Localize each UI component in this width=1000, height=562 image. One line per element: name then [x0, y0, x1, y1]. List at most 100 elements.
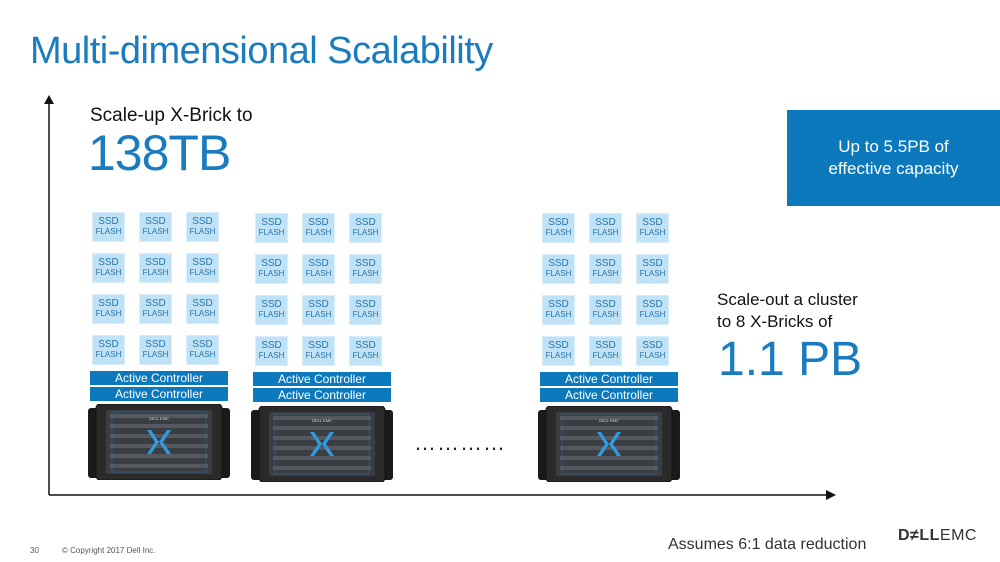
ssd-label: SSD	[261, 217, 282, 228]
flash-label: FLASH	[305, 310, 332, 319]
ssd-label: SSD	[261, 299, 282, 310]
capacity-callout: Up to 5.5PB of effective capacity	[787, 110, 1000, 206]
flash-label: FLASH	[352, 269, 379, 278]
flash-label: FLASH	[639, 269, 666, 278]
ssd-label: SSD	[98, 257, 119, 268]
ssd-label: SSD	[145, 257, 166, 268]
flash-label: FLASH	[142, 309, 169, 318]
flash-label: FLASH	[258, 351, 285, 360]
chassis-brand-label: DELL EMC	[149, 416, 169, 421]
scale-up-label: Scale-up X-Brick to	[90, 105, 253, 126]
flash-label: FLASH	[305, 228, 332, 237]
flash-label: FLASH	[545, 351, 572, 360]
scale-out-label-line1: Scale-out a cluster	[717, 290, 858, 309]
active-controller-2: Active Controller	[540, 388, 678, 402]
dell-emc-logo: D≠LLEMC	[898, 527, 977, 544]
flash-label: FLASH	[592, 310, 619, 319]
ssd-label: SSD	[548, 299, 569, 310]
flash-label: FLASH	[95, 227, 122, 236]
ssd-label: SSD	[98, 298, 119, 309]
flash-label: FLASH	[352, 310, 379, 319]
ssd-label: SSD	[548, 258, 569, 269]
slide-title: Multi-dimensional Scalability	[30, 30, 493, 72]
flash-label: FLASH	[142, 350, 169, 359]
ssd-label: SSD	[355, 258, 376, 269]
ssd-label: SSD	[145, 339, 166, 350]
page-number: 30	[30, 546, 39, 555]
ssd-label: SSD	[595, 217, 616, 228]
flash-label: FLASH	[189, 227, 216, 236]
y-axis-arrow	[44, 95, 54, 104]
ssd-label: SSD	[192, 298, 213, 309]
x-axis-arrow	[826, 490, 836, 500]
ssd-label: SSD	[192, 216, 213, 227]
x-brick-chassis: DELL EMC	[251, 405, 393, 483]
ssd-label: SSD	[355, 340, 376, 351]
flash-label: FLASH	[189, 268, 216, 277]
ssd-label: SSD	[145, 298, 166, 309]
active-controller-1: Active Controller	[90, 371, 228, 385]
ssd-label: SSD	[261, 258, 282, 269]
flash-label: FLASH	[95, 309, 122, 318]
x-brick-chassis: DELL EMC	[88, 403, 230, 481]
flash-label: FLASH	[639, 351, 666, 360]
scale-out-value: 1.1 PB	[718, 333, 863, 386]
active-controller-2: Active Controller	[253, 388, 391, 402]
ssd-label: SSD	[145, 216, 166, 227]
flash-label: FLASH	[305, 351, 332, 360]
flash-label: FLASH	[545, 310, 572, 319]
flash-label: FLASH	[352, 228, 379, 237]
ssd-label: SSD	[98, 216, 119, 227]
callout-text: Up to 5.5PB of effective capacity	[828, 137, 959, 178]
flash-label: FLASH	[258, 269, 285, 278]
flash-label: FLASH	[95, 268, 122, 277]
flash-label: FLASH	[639, 228, 666, 237]
flash-label: FLASH	[592, 351, 619, 360]
ssd-label: SSD	[642, 258, 663, 269]
ssd-label: SSD	[642, 217, 663, 228]
ssd-label: SSD	[192, 339, 213, 350]
ssd-label: SSD	[308, 258, 329, 269]
ssd-label: SSD	[355, 299, 376, 310]
chassis-brand-label: DELL EMC	[599, 418, 619, 423]
ssd-label: SSD	[308, 340, 329, 351]
flash-label: FLASH	[258, 310, 285, 319]
ssd-label: SSD	[308, 299, 329, 310]
footnote: Assumes 6:1 data reduction	[668, 536, 867, 553]
active-controller-1: Active Controller	[540, 372, 678, 386]
ssd-label: SSD	[308, 217, 329, 228]
flash-label: FLASH	[142, 227, 169, 236]
